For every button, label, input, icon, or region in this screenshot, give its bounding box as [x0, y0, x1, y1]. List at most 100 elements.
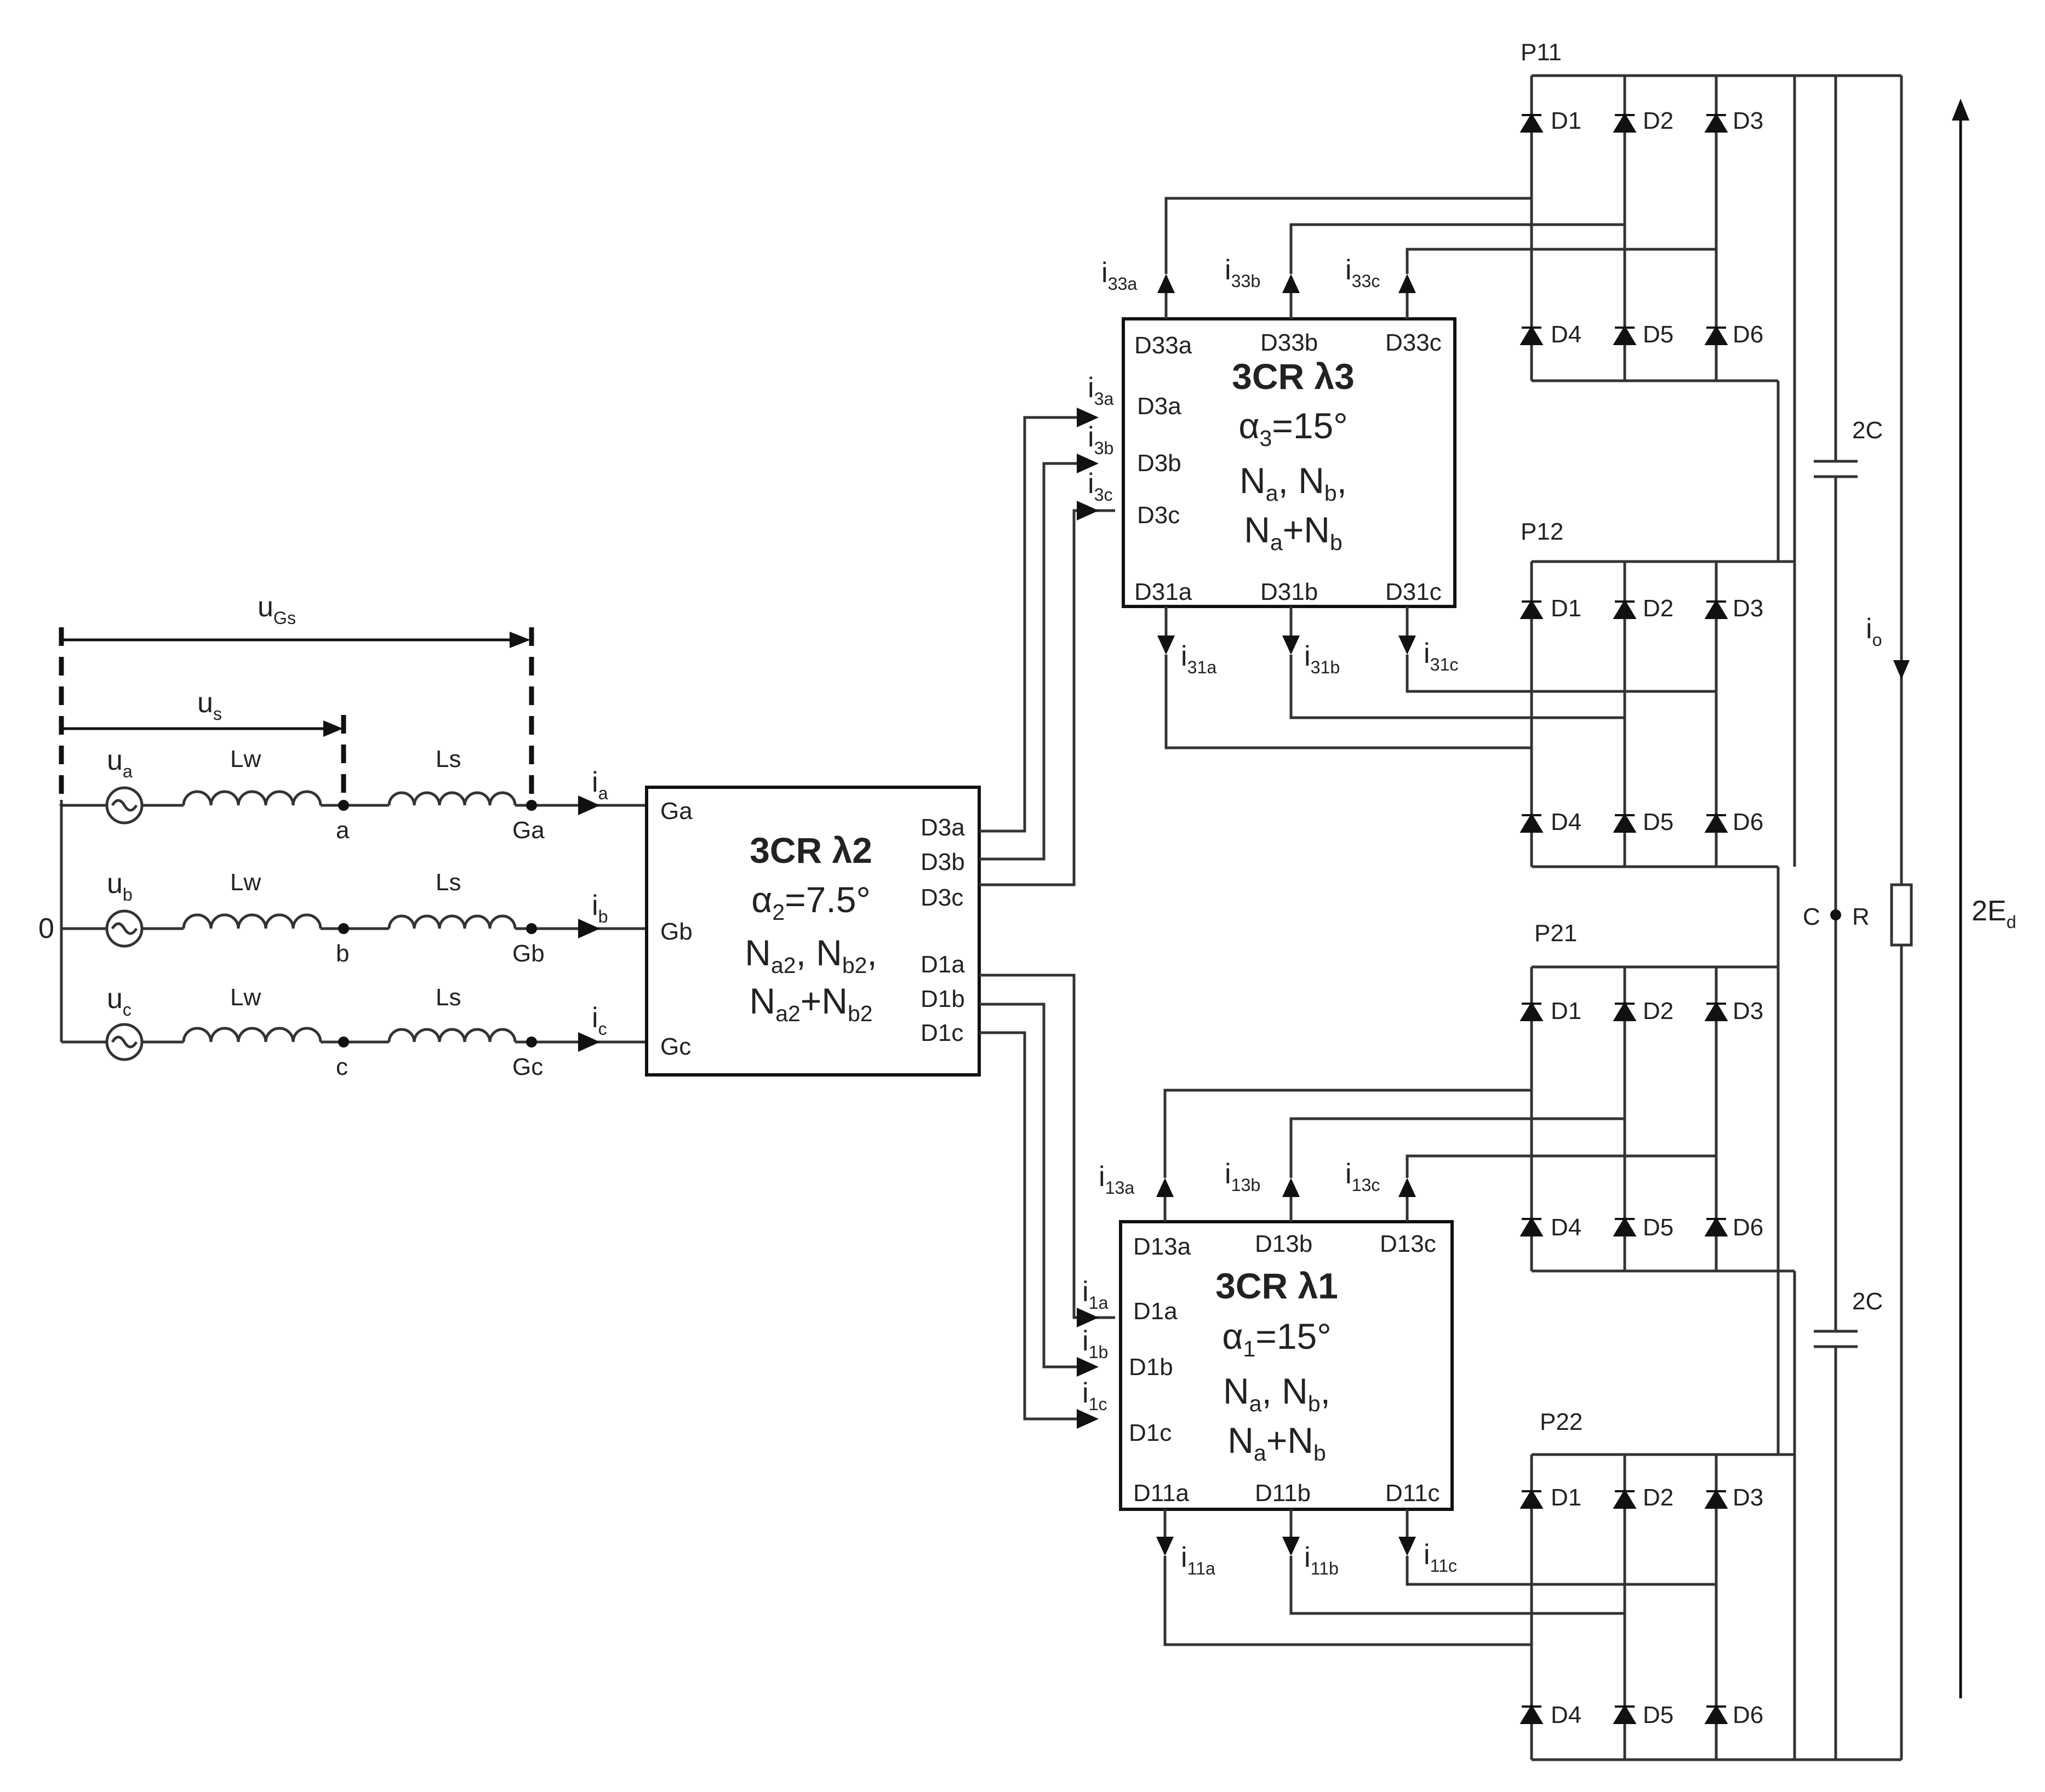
pin-label: D31b: [1260, 579, 1318, 605]
alpha-label: α3=15°: [1238, 405, 1347, 451]
diode-label: D6: [1733, 809, 1763, 835]
sine-icon: [111, 922, 138, 935]
diode-icon: [1520, 599, 1544, 619]
block-lambda3: D33a D33b D33c D3a D3b D3c D31a D31b D31…: [1088, 254, 1459, 677]
resistor-icon: [1890, 883, 1913, 947]
current-label: i31b: [1304, 640, 1340, 677]
bridge-p11: P11 D1 D2 D3 D4 D5 D6: [1520, 39, 1901, 382]
pin-label: Gb: [660, 918, 693, 945]
phase-a: ua Lw Ls a Ga ia: [61, 745, 647, 844]
current-label: i1c: [1082, 1377, 1107, 1414]
block-lambda1: D13a D13b D13c D1a D1b D1c D11a D11b D11…: [1082, 1158, 1457, 1578]
wires-b1-to-bridges: [1163, 1089, 1716, 1646]
bridge-label: P12: [1521, 518, 1563, 545]
pin-label: D3c: [1137, 502, 1180, 529]
diode-label: D4: [1551, 321, 1581, 348]
bridge-p22: P22 D1 D2 D3 D4 D5 D6: [1520, 1409, 1901, 1761]
diode-label: D2: [1643, 1484, 1673, 1511]
diode-label: D1: [1551, 595, 1581, 622]
pin-label: D11a: [1133, 1480, 1189, 1507]
io-arrow: [1893, 660, 1910, 679]
sine-icon: [111, 799, 138, 812]
diode-label: D2: [1643, 998, 1673, 1024]
current-label: i33a: [1101, 257, 1137, 294]
n-line-2: Na2+Nb2: [750, 981, 873, 1026]
current-label: i11c: [1424, 1539, 1457, 1576]
diode-icon: [1520, 1001, 1544, 1021]
inductor-ls-icon: [387, 914, 517, 929]
bridge-label: P11: [1521, 39, 1562, 66]
current-label: i33c: [1345, 254, 1380, 291]
pin-label: Gc: [660, 1033, 691, 1060]
bridge-p12: P12 D1 D2 D3 D4 D5 D6: [1520, 518, 1795, 868]
diode-label: D4: [1551, 1702, 1581, 1728]
diode-label: D3: [1733, 595, 1763, 622]
current-arrow: [578, 795, 600, 815]
node-gb-label: Gb: [512, 940, 545, 967]
midpoint-node: [1830, 909, 1841, 920]
converter-block-3: [1122, 317, 1456, 608]
current-arrow: [578, 919, 600, 938]
node-b-label: b: [336, 940, 349, 967]
dc-bus: 2C 2C C R io 2Ed: [1776, 76, 2017, 1760]
diode-label: D6: [1733, 321, 1763, 348]
ls-label: Ls: [436, 869, 461, 896]
inductor-lw-icon: [182, 1027, 322, 1043]
diode-label: D4: [1551, 809, 1581, 835]
ib-label: ib: [592, 890, 608, 926]
pin-label: D1c: [1129, 1419, 1172, 1446]
diode-icon: [1613, 113, 1637, 133]
current-label: i1b: [1082, 1325, 1108, 1362]
ls-label: Ls: [436, 746, 461, 772]
pin-label: D33c: [1385, 329, 1442, 356]
bridge-label: P22: [1540, 1409, 1583, 1435]
pin-label: D3b: [1137, 450, 1181, 477]
inductor-ls-icon: [387, 791, 517, 806]
node-dot: [338, 923, 349, 934]
diode-label: D5: [1643, 321, 1673, 348]
n-line-1: Na, Nb,: [1223, 1371, 1330, 1416]
capacitor-label: 2C: [1852, 417, 1883, 444]
diode-label: D2: [1643, 595, 1673, 622]
diode-icon: [1520, 113, 1544, 133]
bridge-label: P21: [1534, 920, 1577, 947]
voltage-measurements: us uGs: [59, 591, 534, 805]
inductor-lw-icon: [182, 913, 322, 929]
pin-label: D3a: [921, 814, 965, 841]
diode-icon: [1704, 1001, 1728, 1021]
ia-label: ia: [592, 766, 608, 803]
diode-icon: [1704, 113, 1728, 133]
wires-b2-to-b3: [979, 408, 1115, 886]
diode-label: D2: [1643, 107, 1673, 134]
current-label: i13a: [1099, 1161, 1134, 1198]
pin-label: D3c: [921, 884, 963, 911]
n-line-1: Na2, Nb2,: [745, 932, 877, 978]
source-section: 0 ua Lw Ls a Ga ia: [38, 591, 647, 1080]
diode-label: D3: [1733, 998, 1763, 1024]
us-label: us: [197, 687, 222, 724]
lw-label: Lw: [230, 984, 261, 1011]
wires-b3-to-bridges: [1164, 197, 1716, 749]
block-title: 3CR λ3: [1232, 356, 1355, 397]
diode-icon: [1613, 325, 1637, 345]
diode-label: D5: [1643, 1702, 1673, 1728]
phase-c-voltage-label: uc: [107, 983, 132, 1020]
pin-label: D1b: [1129, 1354, 1173, 1381]
current-label: i3c: [1088, 468, 1113, 505]
inductor-lw-icon: [182, 790, 322, 806]
diode-icon: [1704, 325, 1728, 345]
inductor-ls-icon: [387, 1028, 517, 1043]
converter-block-2: [645, 786, 981, 1077]
pin-label: D13b: [1255, 1230, 1312, 1257]
capacitor-label: 2C: [1852, 1288, 1883, 1315]
phase-b: ub Lw Ls b Gb ib: [61, 868, 647, 967]
diode-icon: [1613, 1704, 1637, 1724]
alpha-label: α1=15°: [1222, 1316, 1331, 1361]
current-label: i1a: [1082, 1276, 1108, 1313]
pin-label: D11b: [1255, 1480, 1311, 1507]
diode-icon: [1704, 1489, 1728, 1509]
diode-icon: [1613, 599, 1637, 619]
block-lambda2: Ga Gb Gc D3a D3b D3c D1a D1b D1c 3CR λ2 …: [645, 786, 981, 1077]
lw-label: Lw: [230, 746, 261, 772]
diode-label: D6: [1733, 1214, 1763, 1241]
